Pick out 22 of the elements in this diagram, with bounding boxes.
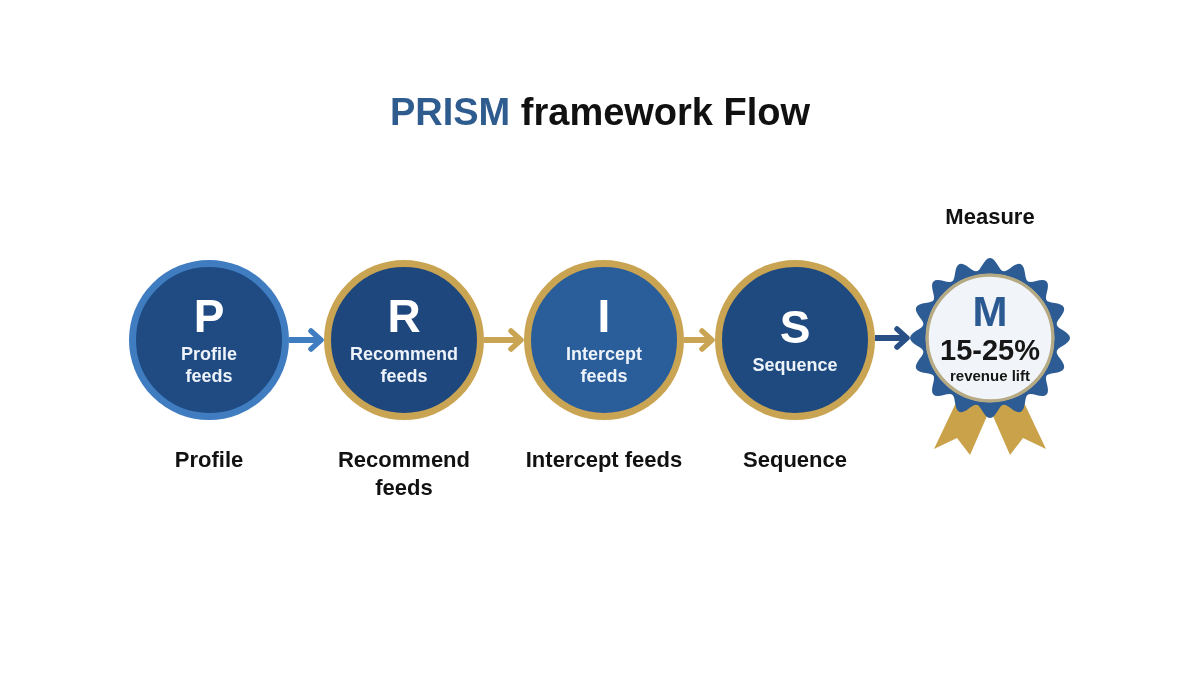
step-caption: Profile	[173, 446, 245, 474]
step-label: Intercept feeds	[565, 343, 643, 387]
step-letter: I	[597, 293, 611, 339]
step-caption: Recommend feeds	[336, 446, 471, 502]
award-badge	[910, 258, 1070, 456]
arrow	[289, 328, 324, 352]
step-label: Recommend feeds	[349, 343, 459, 387]
step-label: Profile feeds	[180, 343, 238, 387]
step-label: Sequence	[751, 354, 839, 376]
step-letter: P	[193, 293, 225, 339]
step-caption: Sequence	[742, 446, 848, 474]
arrow	[875, 326, 910, 350]
badge-heading: Measure	[944, 203, 1036, 231]
arrow	[684, 328, 715, 352]
metric-label: revenue lift	[950, 367, 1030, 385]
step-caption: Intercept feeds	[524, 446, 684, 474]
step-letter: S	[779, 304, 811, 350]
step-letter: R	[387, 293, 421, 339]
diagram-title: PRISM framework Flow	[389, 90, 811, 135]
percentage-value: 15-25%	[940, 333, 1040, 367]
arrow	[484, 328, 524, 352]
badge-letter: M	[972, 291, 1008, 333]
